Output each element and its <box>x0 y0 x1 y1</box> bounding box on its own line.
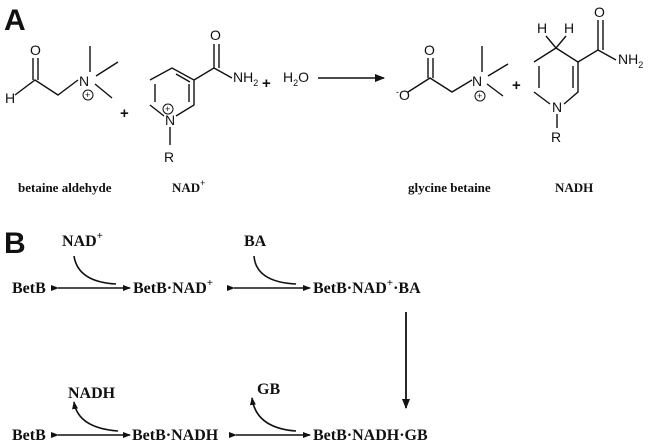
atom-oxygen: O <box>594 4 605 20</box>
nadh-structure: H H O NH2 N R <box>533 4 643 145</box>
atom-hydrogen: H <box>537 20 547 36</box>
amide-group: NH2 <box>233 69 258 88</box>
plus-sign-2: + <box>262 75 271 92</box>
substrate-nad: NAD+ <box>62 230 103 250</box>
panel-label-a: A <box>4 4 26 37</box>
charge-circle <box>474 90 486 102</box>
atom-nitrogen: N <box>165 112 175 128</box>
species-betb-nadh-gb: BetB·NADH·GB <box>313 427 428 444</box>
carboxylate-oxygen: -O <box>396 87 410 103</box>
atom-r-group: R <box>551 129 561 145</box>
caption-glycine-betaine: glycine betaine <box>408 180 491 195</box>
species-betb: BetB <box>12 280 46 297</box>
water: H2O <box>283 69 309 88</box>
caption-betaine-aldehyde: betaine aldehyde <box>18 180 112 195</box>
plus-sign-3: + <box>512 77 521 94</box>
caption-nadh: NADH <box>555 180 593 195</box>
release-curve-gb <box>249 397 297 432</box>
binding-curve-nad <box>73 255 117 285</box>
atom-r-group: R <box>164 149 174 165</box>
atom-nitrogen: N <box>552 99 562 115</box>
atom-oxygen: O <box>210 27 221 43</box>
species-betb-free: BetB <box>12 427 46 444</box>
atom-hydrogen: H <box>5 90 15 106</box>
product-nadh: NADH <box>68 385 116 402</box>
caption-nad: NAD+ <box>172 178 205 195</box>
panel-label-b: B <box>4 227 26 260</box>
charge-plus: + <box>85 90 90 100</box>
nad-structure: O NH2 N + R <box>149 27 258 165</box>
betaine-aldehyde-structure: O H N + <box>5 42 119 106</box>
glycine-betaine-structure: O -O N + <box>396 42 509 103</box>
atom-oxygen: O <box>424 42 435 58</box>
species-betb-nadh: BetB·NADH <box>132 427 219 444</box>
binding-curve-ba <box>253 255 297 285</box>
release-curve-nadh <box>72 401 119 432</box>
substrate-ba: BA <box>244 233 267 250</box>
amide-group: NH2 <box>618 51 643 70</box>
plus-sign-1: + <box>120 105 129 122</box>
charge-plus: + <box>477 91 482 101</box>
atom-hydrogen: H <box>564 20 574 36</box>
charge-circle <box>162 103 174 115</box>
atom-oxygen: O <box>30 42 41 58</box>
product-gb: GB <box>257 381 280 398</box>
species-betb-nad: BetB·NAD+ <box>133 277 213 297</box>
charge-plus: + <box>165 104 170 114</box>
atom-nitrogen: N <box>472 73 482 89</box>
charge-circle <box>82 89 94 101</box>
atom-nitrogen: N <box>79 73 89 89</box>
species-betb-nad-ba: BetB·NAD+·BA <box>313 277 421 297</box>
